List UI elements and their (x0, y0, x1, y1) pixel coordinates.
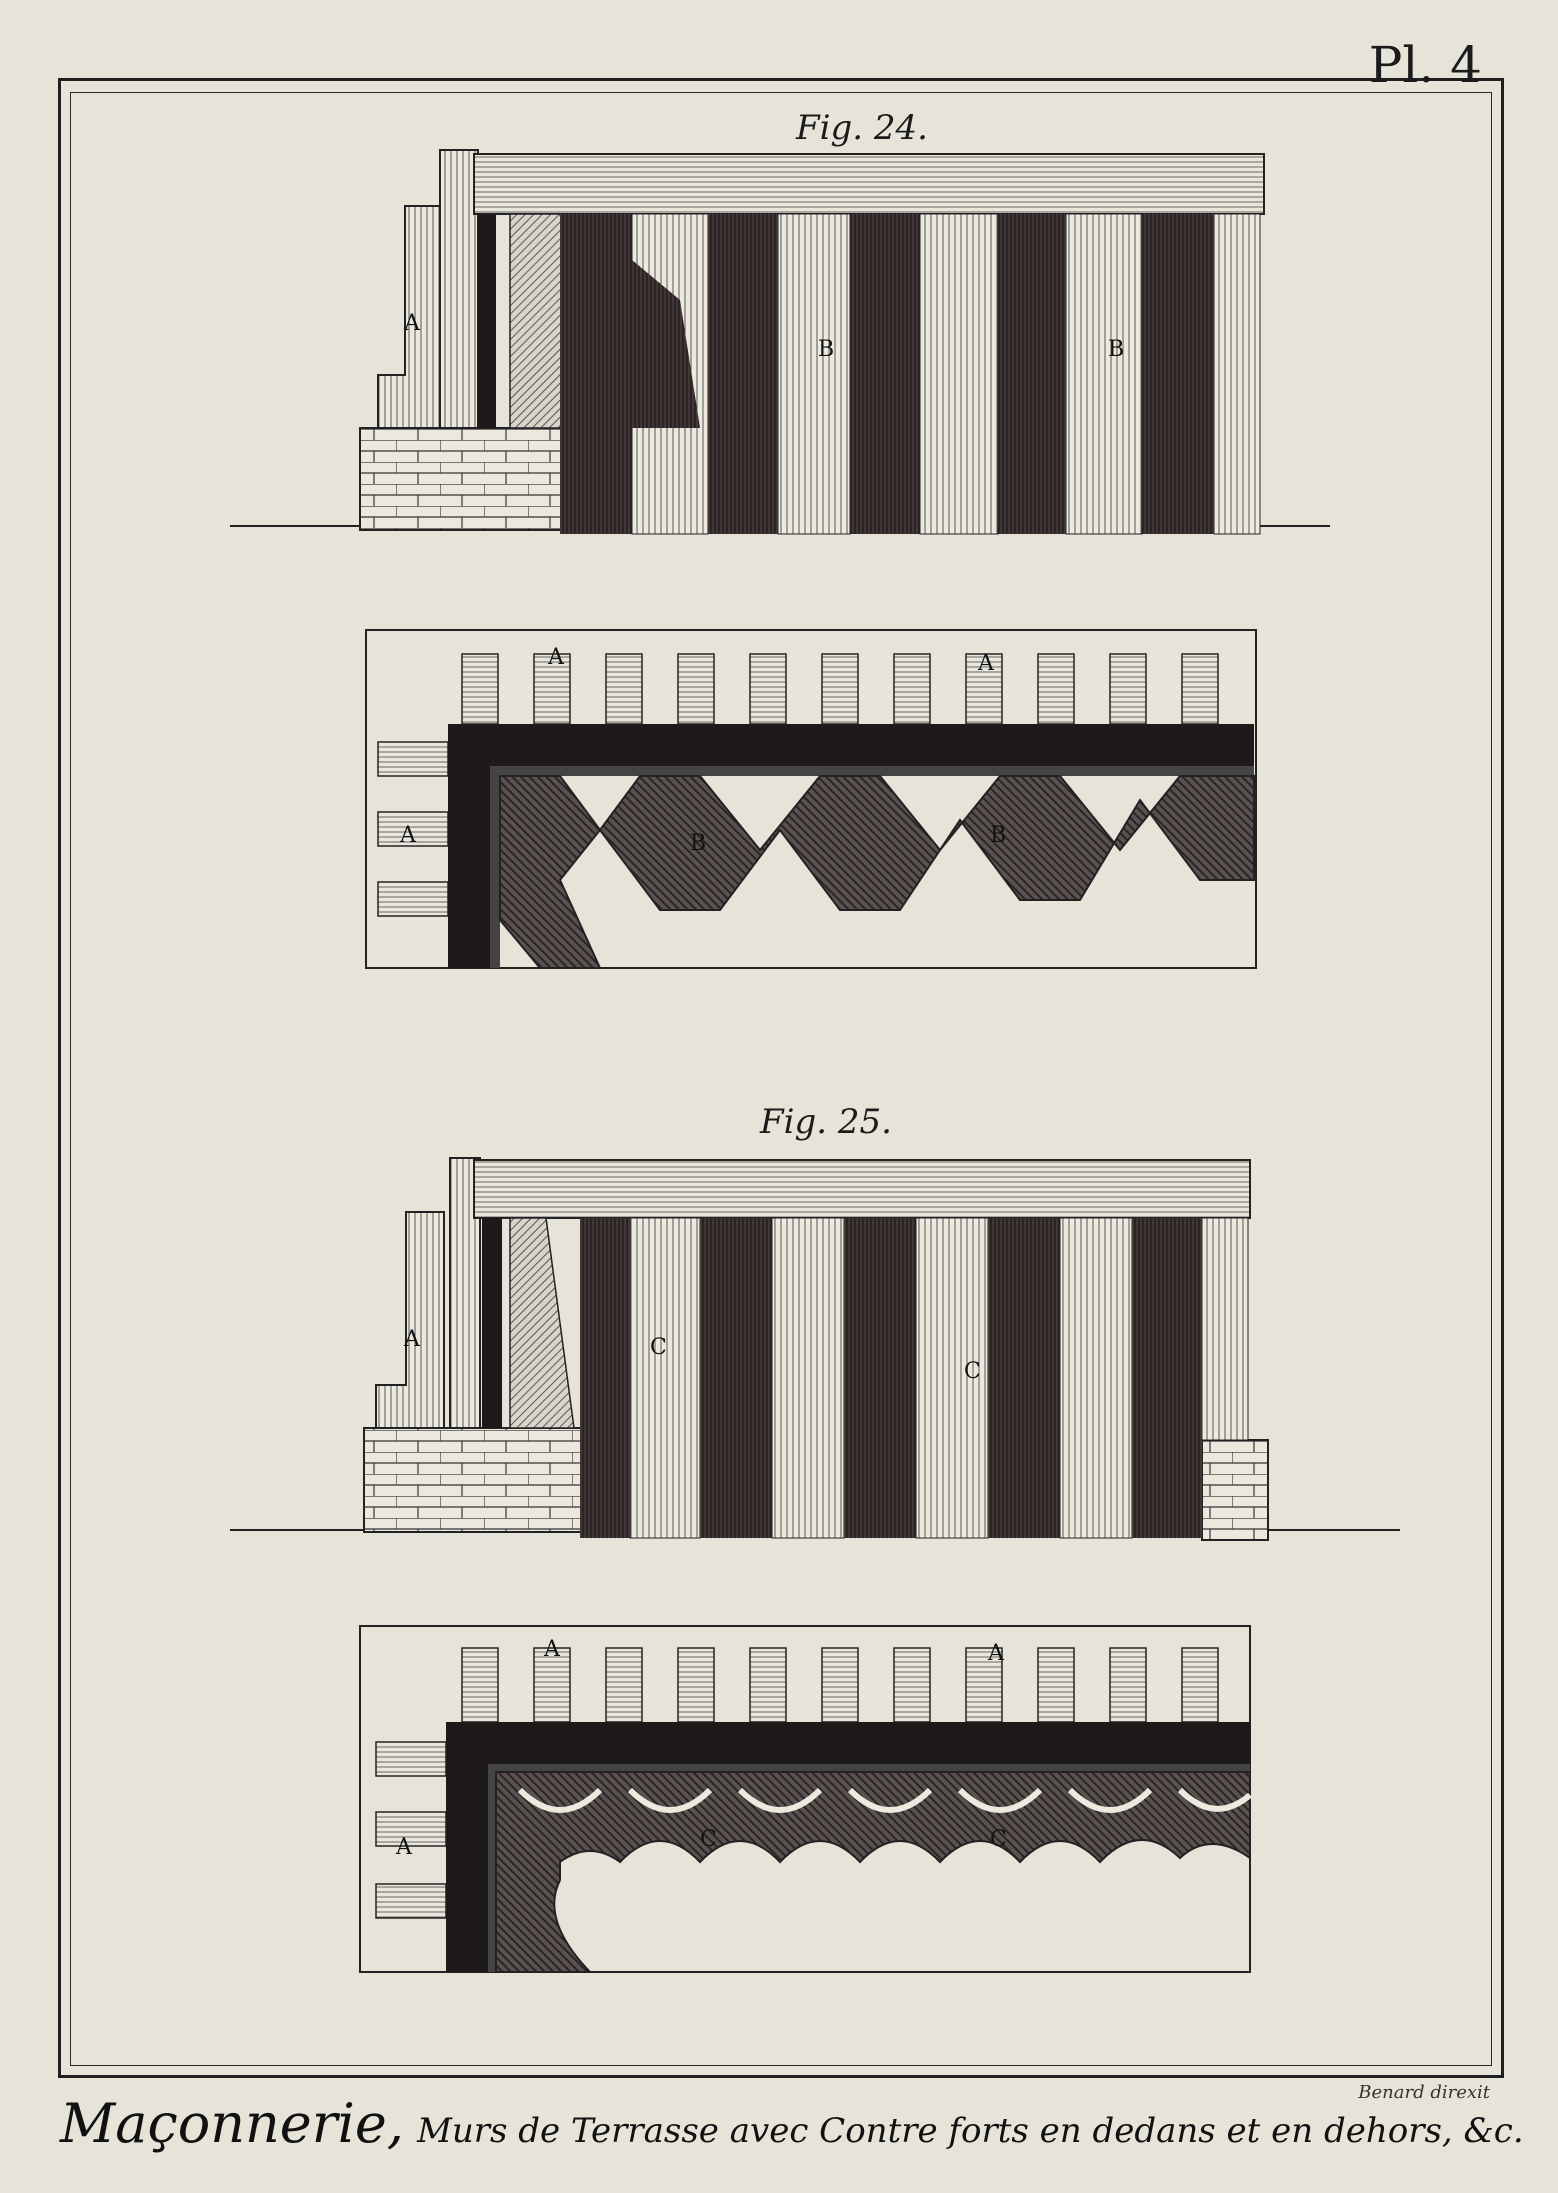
fig-24-plan-label-a1: A (547, 645, 565, 670)
plate-frame-inner (70, 92, 1492, 2066)
fig-24-plan-label-a3: A (399, 823, 417, 848)
fig-24-plan-label-b2: B (990, 823, 1006, 848)
engraver-credit: Benard direxit (1358, 2082, 1490, 2103)
fig-25-plan-label-c1: C (700, 1827, 717, 1852)
fig-25-elevation-label-c1: C (650, 1335, 667, 1360)
fig-24-plan: A A A B B (365, 629, 1257, 969)
fig-24-elevation-label-b1: B (818, 337, 834, 362)
fig-24-caption: Fig. 24. (796, 108, 928, 148)
fig-24-plan-buttresses-top (461, 653, 1219, 725)
fig-25-elevation-label-c2: C (964, 1359, 981, 1384)
fig-25-elevation: A C C (230, 1157, 1400, 1541)
plate-title-main: Maçonnerie, (60, 2092, 404, 2155)
fig-24-plan-label-a2: A (977, 651, 995, 676)
fig-24-elevation-label-a: A (403, 311, 421, 336)
plate-title: Maçonnerie, Murs de Terrasse avec Contre… (60, 2092, 1524, 2172)
fig-25-plan-label-c2: C (990, 1827, 1007, 1852)
fig-25-plan-label-a3: A (395, 1835, 413, 1860)
fig-25-plan-label-a2: A (987, 1641, 1005, 1666)
fig-25-plan-label-a1: A (543, 1637, 561, 1662)
plate-title-subtitle: Murs de Terrasse avec Contre forts en de… (417, 2111, 1524, 2151)
fig-25-caption: Fig. 25. (760, 1102, 892, 1142)
plate-frame-outer (58, 78, 1504, 2078)
fig-24-plan-label-b1: B (690, 831, 706, 856)
fig-24-elevation: A B B (230, 149, 1330, 535)
fig-25-plan-buttresses-left (375, 1741, 447, 1919)
fig-24-elevation-label-b2: B (1108, 337, 1124, 362)
fig-25-plan-buttresses-top (461, 1647, 1219, 1723)
fig-25-plan: A A A C C (359, 1625, 1252, 1973)
fig-25-elevation-label-a: A (403, 1327, 421, 1352)
plate-number: Pl. 4 (1368, 36, 1482, 94)
